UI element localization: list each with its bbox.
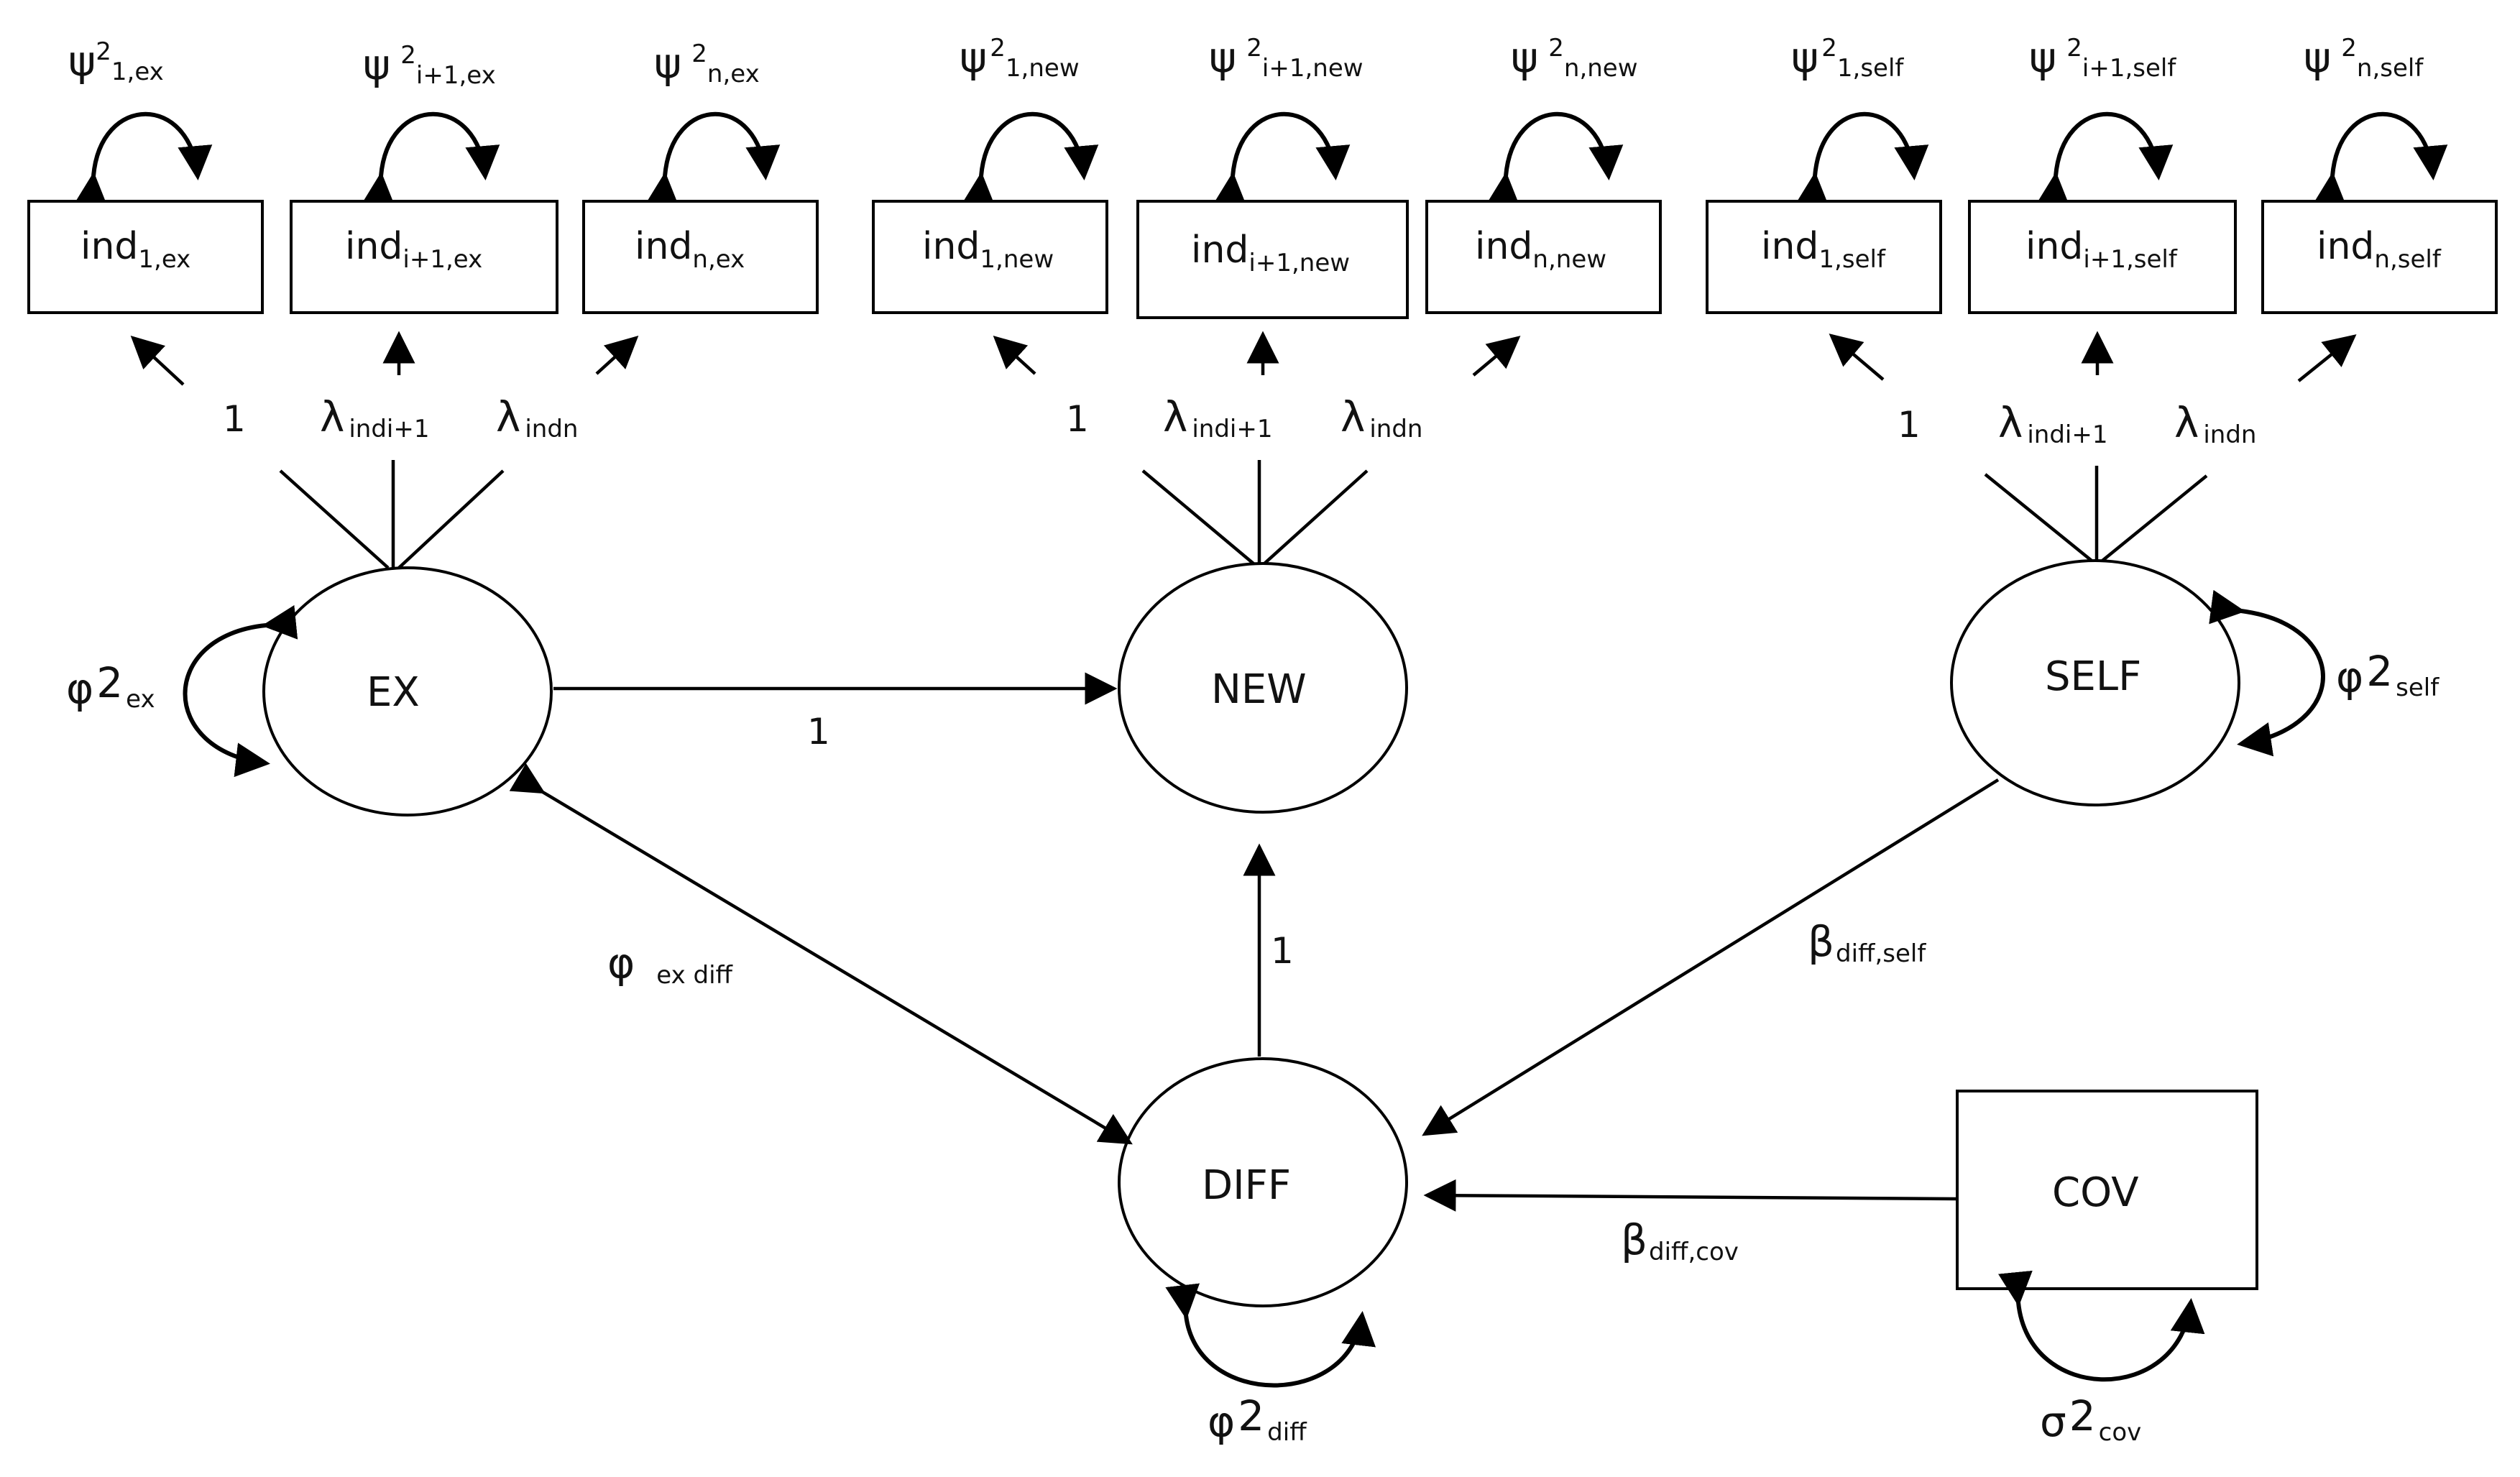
latent-diff-label: DIFF <box>1202 1162 1291 1209</box>
latent-ex-label: EX <box>367 669 420 716</box>
indicator-label-indi1-self: indi+1,self <box>2025 225 2178 274</box>
variance-curve-self <box>2209 589 2325 757</box>
latent-self-label: SELF <box>2045 653 2141 700</box>
path-ex-diff <box>509 763 1133 1145</box>
residual-curve-ind1-ex <box>73 111 213 208</box>
error-arrow-ind1-ex <box>130 335 185 386</box>
indicator-box-ind1-self <box>1706 200 1942 314</box>
error-arrow-indn-self <box>2297 334 2357 382</box>
path-label-diff-new: 1 <box>1271 930 1294 972</box>
indicator-box-indi1-new <box>1136 200 1409 319</box>
residual-label-ind1-ex: ψ21,ex <box>68 37 164 86</box>
loading-line-indn-ex <box>397 469 505 569</box>
loading-label-ind1-self: 1 <box>1898 404 1921 446</box>
observed-cov-box <box>1956 1090 2258 1290</box>
indicator-box-indi1-ex <box>290 200 558 314</box>
path-label-cov-diff: βdiff,cov <box>1621 1215 1739 1266</box>
observed-cov-label: COV <box>2052 1169 2139 1216</box>
latent-new-label: NEW <box>1211 666 1307 713</box>
indicator-label-indi1-new: indi+1,new <box>1191 229 1350 277</box>
residual-curve-indi1-self <box>2036 111 2174 208</box>
loading-line-ind1-ex <box>279 469 390 569</box>
loading-line-ind1-self <box>1984 473 2093 562</box>
residual-curve-indi1-new <box>1213 111 1351 208</box>
residual-curve-indi1-ex <box>361 111 500 208</box>
indicator-label-ind1-self: ind1,self <box>1761 225 1886 274</box>
indicator-box-indn-self <box>2261 200 2498 314</box>
indicator-label-ind1-new: ind1,new <box>922 225 1054 274</box>
indicator-label-indn-new: indn,new <box>1475 225 1606 274</box>
latent-new-ellipse <box>1118 562 1408 814</box>
loading-line-ind1-new <box>1141 469 1256 566</box>
loading-label-ind1-ex: 1 <box>223 398 246 440</box>
variance-curve-cov <box>1997 1270 2205 1382</box>
indicator-label-ind1-ex: ind1,ex <box>81 225 190 274</box>
indicator-box-indn-ex <box>582 200 819 314</box>
loading-line-indn-self <box>2101 474 2208 562</box>
indicator-box-indn-new <box>1425 200 1662 314</box>
path-label-ex-new: 1 <box>807 711 830 753</box>
loading-line-indn-new <box>1262 469 1369 566</box>
error-arrow-ind1-new <box>993 335 1036 375</box>
path-cov-diff <box>1423 1179 1957 1212</box>
path-label-self-diff: βdiff,self <box>1808 917 1926 968</box>
indicator-label-indi1-ex: indi+1,ex <box>345 225 482 274</box>
error-arrow-indn-ex <box>595 335 639 375</box>
indicator-box-ind1-new <box>872 200 1108 314</box>
indicator-label-indn-ex: indn,ex <box>635 225 745 274</box>
variance-curve-diff <box>1165 1283 1376 1388</box>
indicator-label-indn-self: indn,self <box>2317 225 2442 274</box>
error-arrow-indn-new <box>1472 336 1521 377</box>
residual-curve-ind1-self <box>1795 111 1929 208</box>
residual-curve-ind1-new <box>961 111 1099 208</box>
residual-curve-indn-ex <box>645 111 781 208</box>
residual-curve-indn-self <box>2312 111 2448 208</box>
path-self-diff <box>1422 778 2000 1136</box>
error-arrow-ind1-self <box>1829 333 1885 381</box>
indicator-box-indi1-self <box>1968 200 2237 314</box>
indicator-box-ind1-ex <box>27 200 264 314</box>
variance-curve-ex <box>183 604 298 778</box>
residual-curve-indn-new <box>1486 111 1624 208</box>
loading-label-ind1-new: 1 <box>1066 398 1089 440</box>
